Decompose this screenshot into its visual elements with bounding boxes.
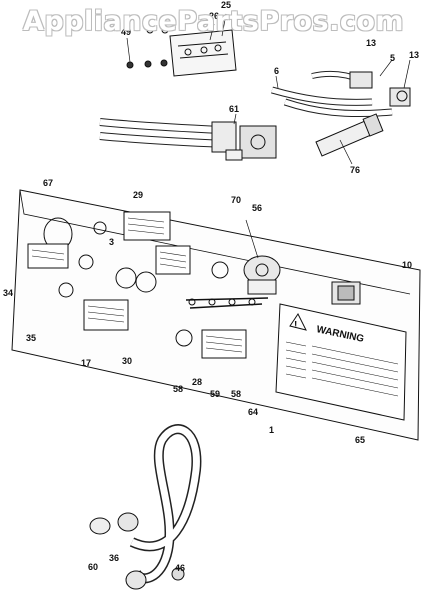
hose-fitting-76 <box>315 113 384 165</box>
callout-c5: 5 <box>390 53 395 63</box>
pressure-switch-70 <box>185 219 281 309</box>
callout-c56: 56 <box>252 203 262 213</box>
callout-c1: 1 <box>269 425 274 435</box>
callout-c76: 76 <box>350 165 360 175</box>
callout-c6: 6 <box>274 66 279 76</box>
callout-c26: 26 <box>209 11 219 21</box>
callout-c28: 28 <box>192 377 202 387</box>
watermark-text: AppliancePartsPros.com <box>22 6 405 37</box>
rocker-switch-10 <box>331 281 361 305</box>
callout-c34: 34 <box>3 288 13 298</box>
drain-hose-36 <box>89 424 202 590</box>
callout-c58a: 58 <box>173 384 183 394</box>
callout-c10: 10 <box>402 260 412 270</box>
callout-c35: 35 <box>26 333 36 343</box>
callout-c46: 46 <box>175 563 185 573</box>
hose-valve-61 <box>99 113 277 161</box>
callout-c30: 30 <box>122 356 132 366</box>
callout-c58b: 58 <box>231 389 241 399</box>
callout-labels: 25 26 49 13 13 5 6 61 76 67 29 70 56 3 1… <box>3 0 419 573</box>
callout-c3: 3 <box>109 237 114 247</box>
callout-c70: 70 <box>231 195 241 205</box>
callout-c67: 67 <box>43 178 53 188</box>
warning-label-65: ! <box>275 303 407 421</box>
callout-c29: 29 <box>133 190 143 200</box>
callout-c64: 64 <box>248 407 258 417</box>
callout-c13b: 13 <box>409 50 419 60</box>
callout-c61: 61 <box>229 104 239 114</box>
callout-c65: 65 <box>355 435 365 445</box>
callout-c60: 60 <box>88 562 98 572</box>
callout-c25: 25 <box>221 0 231 10</box>
callout-c59: 59 <box>210 389 220 399</box>
callout-c13a: 13 <box>366 38 376 48</box>
callout-c49: 49 <box>121 27 131 37</box>
valve-bracket-assembly <box>126 13 237 77</box>
svg-text:!: ! <box>294 320 297 331</box>
inlet-hose-valve-assembly <box>271 59 411 118</box>
callout-c17: 17 <box>81 358 91 368</box>
callout-c36: 36 <box>109 553 119 563</box>
